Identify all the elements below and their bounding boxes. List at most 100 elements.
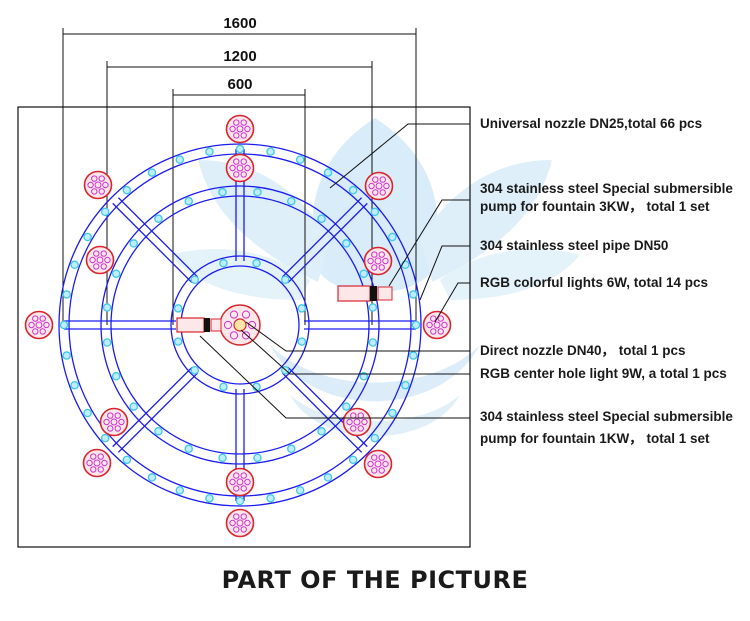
nozzle-icon xyxy=(190,366,199,375)
nozzle-icon xyxy=(59,320,69,330)
center-assembly xyxy=(176,285,393,346)
nozzle-icon xyxy=(323,168,333,177)
nozzle-icon xyxy=(401,380,410,390)
nozzle-icon xyxy=(83,232,92,242)
label-direct-nozzle: Direct nozzle DN40， total 1 pcs xyxy=(480,343,686,358)
direct-nozzle-icon xyxy=(233,318,247,332)
nozzle-icon xyxy=(70,260,79,270)
nozzle-icon xyxy=(102,303,112,312)
nozzle-icon xyxy=(388,408,397,418)
rgb-light-icon xyxy=(363,449,393,479)
nozzle-icon xyxy=(100,433,110,443)
label-pump-3kw-line2: pump for fountain 3KW， total 1 set xyxy=(480,199,710,214)
nozzle-icon xyxy=(219,382,228,392)
pipe-spoke xyxy=(281,197,363,278)
nozzle-group xyxy=(59,144,421,506)
nozzle-icon xyxy=(348,455,358,465)
nozzle-icon xyxy=(184,444,193,454)
dimension-1600: 1600 xyxy=(223,15,256,32)
nozzle-icon xyxy=(317,427,326,436)
pump-3kw-icon xyxy=(337,285,371,302)
rgb-light-icon xyxy=(83,170,113,200)
label-pipe-dn50: 304 stainless steel pipe DN50 xyxy=(480,238,668,253)
nozzle-icon xyxy=(205,494,214,503)
nozzle-icon xyxy=(111,372,121,381)
nozzle-icon xyxy=(359,269,369,278)
nozzle-icon xyxy=(147,473,157,482)
nozzle-icon xyxy=(348,185,358,195)
nozzle-icon xyxy=(370,207,380,217)
nozzle-icon xyxy=(129,402,138,411)
nozzle-icon xyxy=(370,433,380,443)
rgb-light-icon xyxy=(342,407,372,437)
nozzle-icon xyxy=(409,351,418,360)
nozzle-icon xyxy=(175,155,185,164)
pipe-spoke xyxy=(117,197,199,278)
nozzle-icon xyxy=(266,147,275,156)
label-pump-1kw-line1: 304 stainless steel Special submersible xyxy=(480,409,733,424)
pipe-spoke xyxy=(112,202,193,284)
nozzle-icon xyxy=(253,187,262,197)
pipe-spoke xyxy=(112,366,193,448)
rgb-light-icon xyxy=(363,246,393,276)
nozzle-icon xyxy=(70,380,79,390)
nozzle-icon xyxy=(218,187,227,197)
nozzle-icon xyxy=(287,196,296,206)
nozzle-icon xyxy=(190,275,199,284)
rgb-light-icon xyxy=(85,245,115,275)
nozzle-icon xyxy=(175,486,185,495)
pump-1kw-icon xyxy=(176,317,205,333)
nozzle-icon xyxy=(122,185,132,195)
nozzle-icon xyxy=(83,408,92,418)
nozzle-icon xyxy=(368,303,378,312)
pipe-spoke xyxy=(281,372,363,453)
nozzle-icon xyxy=(173,304,183,313)
rgb-light-icon xyxy=(225,114,255,144)
dimension-1200: 1200 xyxy=(223,48,256,65)
nozzle-icon xyxy=(368,338,378,347)
label-universal-nozzle: Universal nozzle DN25,total 66 pcs xyxy=(480,116,702,131)
nozzle-icon xyxy=(297,304,307,313)
rgb-light-icon xyxy=(422,310,452,340)
label-center-light: RGB center hole light 9W, a total 1 pcs xyxy=(480,366,727,381)
rgb-light-icon xyxy=(225,153,255,183)
nozzle-icon xyxy=(281,275,290,284)
nozzle-icon xyxy=(317,214,326,223)
nozzle-icon xyxy=(147,168,157,177)
nozzle-icon xyxy=(342,402,351,411)
nozzle-icon xyxy=(235,496,245,506)
nozzle-icon xyxy=(409,290,418,299)
nozzle-icon xyxy=(102,338,112,347)
rgb-light-icon xyxy=(364,171,394,201)
nozzle-icon xyxy=(111,269,121,278)
leader-lines xyxy=(199,123,470,419)
nozzle-icon xyxy=(173,337,183,346)
label-pump-1kw-line2: pump for fountain 1KW， total 1 set xyxy=(480,431,710,446)
nozzle-icon xyxy=(253,453,262,463)
nozzle-icon xyxy=(218,453,227,463)
caption: PART OF THE PICTURE xyxy=(221,566,529,594)
nozzle-icon xyxy=(235,144,245,154)
label-rgb-lights: RGB colorful lights 6W, total 14 pcs xyxy=(480,275,708,290)
nozzle-icon xyxy=(287,444,296,454)
nozzle-icon xyxy=(62,290,71,299)
rgb-light-icon xyxy=(82,448,112,478)
pool-outline xyxy=(17,106,471,548)
nozzle-icon xyxy=(129,239,138,248)
nozzle-icon xyxy=(323,473,333,482)
nozzle-icon xyxy=(295,486,305,495)
nozzle-icon xyxy=(184,196,193,206)
nozzle-icon xyxy=(342,239,351,248)
pipe-spoke xyxy=(117,372,199,453)
nozzle-icon xyxy=(205,147,214,156)
nozzle-icon xyxy=(100,207,110,217)
nozzle-icon xyxy=(219,258,228,268)
nozzle-icon xyxy=(401,260,410,270)
nozzle-icon xyxy=(252,258,261,268)
nozzle-icon xyxy=(266,494,275,503)
rgb-light-icon xyxy=(99,407,129,437)
nozzle-icon xyxy=(154,214,163,223)
nozzle-icon xyxy=(411,320,421,330)
rgb-light-icon xyxy=(225,508,255,538)
